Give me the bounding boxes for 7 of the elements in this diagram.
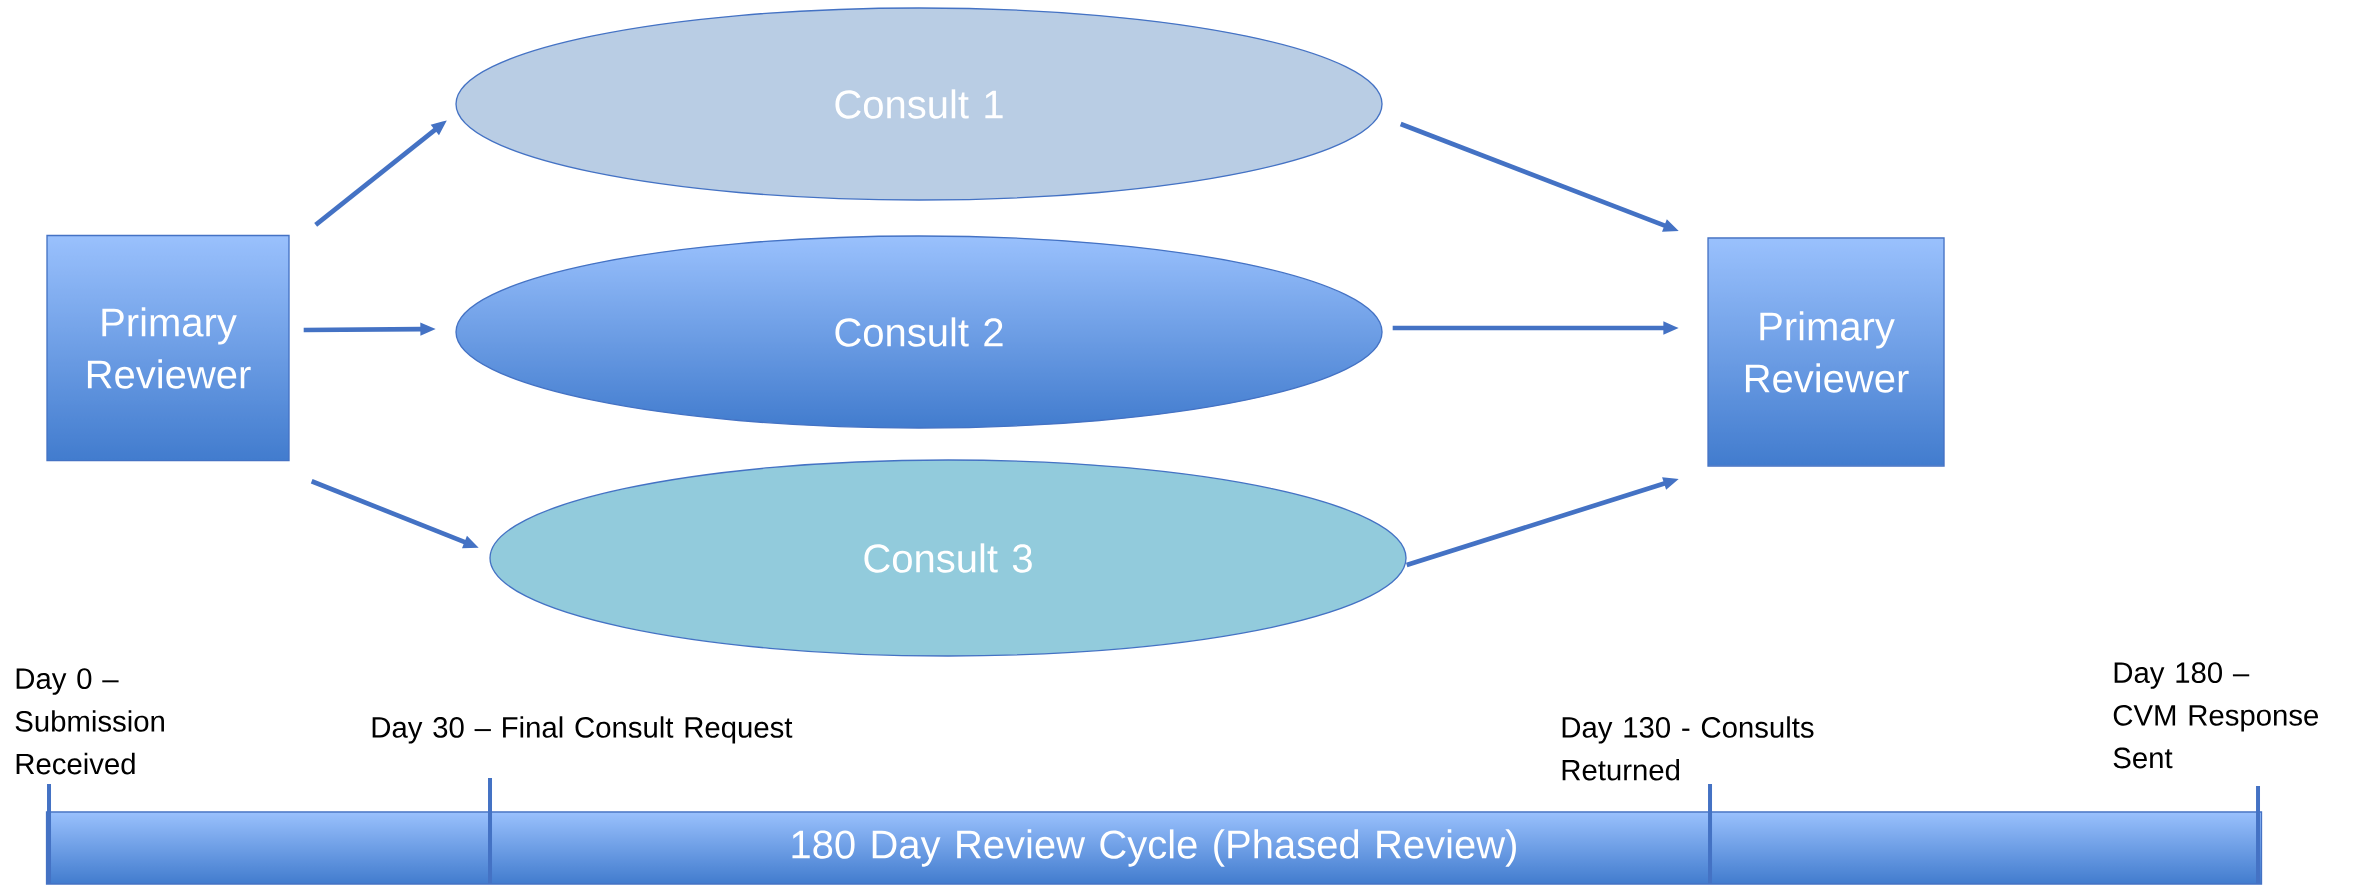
- milestone-label: Day 180 – CVM Response Sent: [2113, 662, 2318, 769]
- milestone-label: Day 130 - Consults Returned: [1562, 716, 1814, 781]
- milestone-label: Day 0 – Submission Received: [15, 668, 164, 775]
- milestone-label: Day 30 – Final Consult Request: [372, 716, 793, 744]
- timeline-bar: 180 Day Review Cycle (Phased Review): [45, 811, 2263, 885]
- process-box: Primary Reviewer: [1707, 237, 1945, 467]
- process-box: Primary Reviewer: [46, 234, 290, 462]
